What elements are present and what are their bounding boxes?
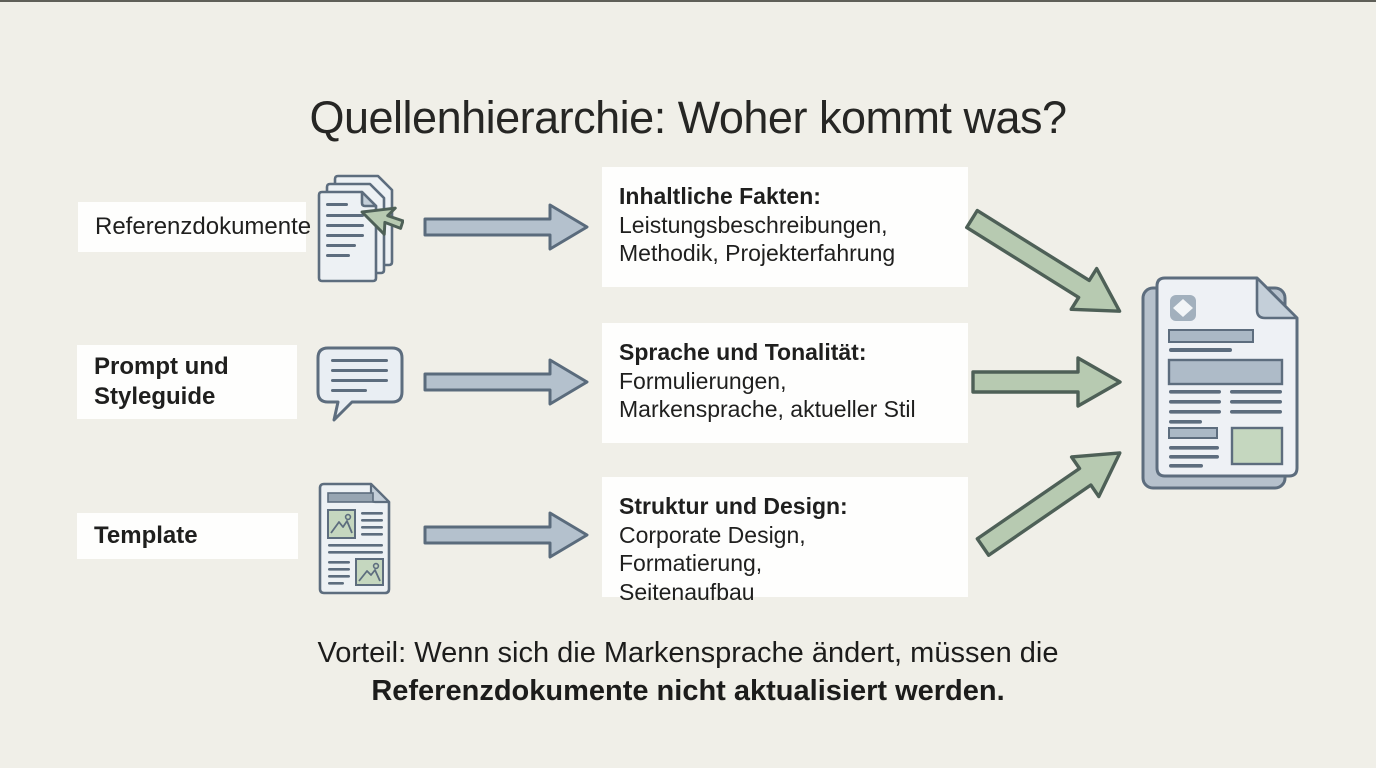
- target-box-title: Struktur und Design:: [619, 493, 848, 519]
- source-label-text: Referenzdokumente: [95, 213, 312, 240]
- target-box-body: Corporate Design, Formatierung, Seitenau…: [619, 521, 806, 605]
- green-arrow-middle: [971, 356, 1122, 408]
- gray-arrow-row2: [423, 358, 589, 406]
- gray-arrow-row3: [423, 511, 589, 559]
- footer-line-1: Vorteil: Wenn sich die Markensprache änd…: [317, 637, 1059, 669]
- page-title: Quellenhierarchie: Woher kommt was?: [309, 92, 1068, 144]
- green-arrow-top: [965, 208, 1122, 313]
- target-box-title: Inhaltliche Fakten:: [619, 183, 821, 209]
- final-document-icon: [1141, 276, 1299, 490]
- target-box-sprache-tonalitaet: Sprache und Tonalität: Formulierungen, M…: [602, 323, 968, 443]
- green-arrow-bottom: [975, 451, 1122, 557]
- gray-arrow-row1: [423, 203, 589, 251]
- source-label-text: Prompt und Styleguide: [94, 353, 229, 410]
- template-document-icon: [318, 482, 391, 595]
- logo-mark-icon: [1170, 295, 1196, 321]
- footer-line-2: Referenzdokumente nicht aktualisiert wer…: [371, 675, 1005, 707]
- cursor-arrow-icon: [360, 206, 404, 236]
- source-label-text: Template: [94, 522, 198, 549]
- source-label-referenzdokumente: Referenzdokumente: [78, 202, 311, 252]
- speech-bubble-icon: [316, 346, 404, 422]
- documents-stack-cursor-icon: [317, 174, 404, 283]
- target-box-body: Leistungsbeschreibungen, Methodik, Proje…: [619, 211, 896, 267]
- source-label-template: Template: [77, 513, 298, 559]
- target-box-body: Formulierungen, Markensprache, aktueller…: [619, 367, 916, 423]
- target-box-inhaltliche-fakten: Inhaltliche Fakten: Leistungsbeschreibun…: [602, 167, 968, 287]
- footer-note: Vorteil: Wenn sich die Markensprache änd…: [0, 634, 1376, 710]
- target-box-struktur-design: Struktur und Design: Corporate Design, F…: [602, 477, 968, 605]
- source-label-prompt-styleguide: Prompt und Styleguide: [77, 345, 297, 419]
- top-edge-line: [0, 0, 1376, 2]
- target-box-title: Sprache und Tonalität:: [619, 339, 867, 365]
